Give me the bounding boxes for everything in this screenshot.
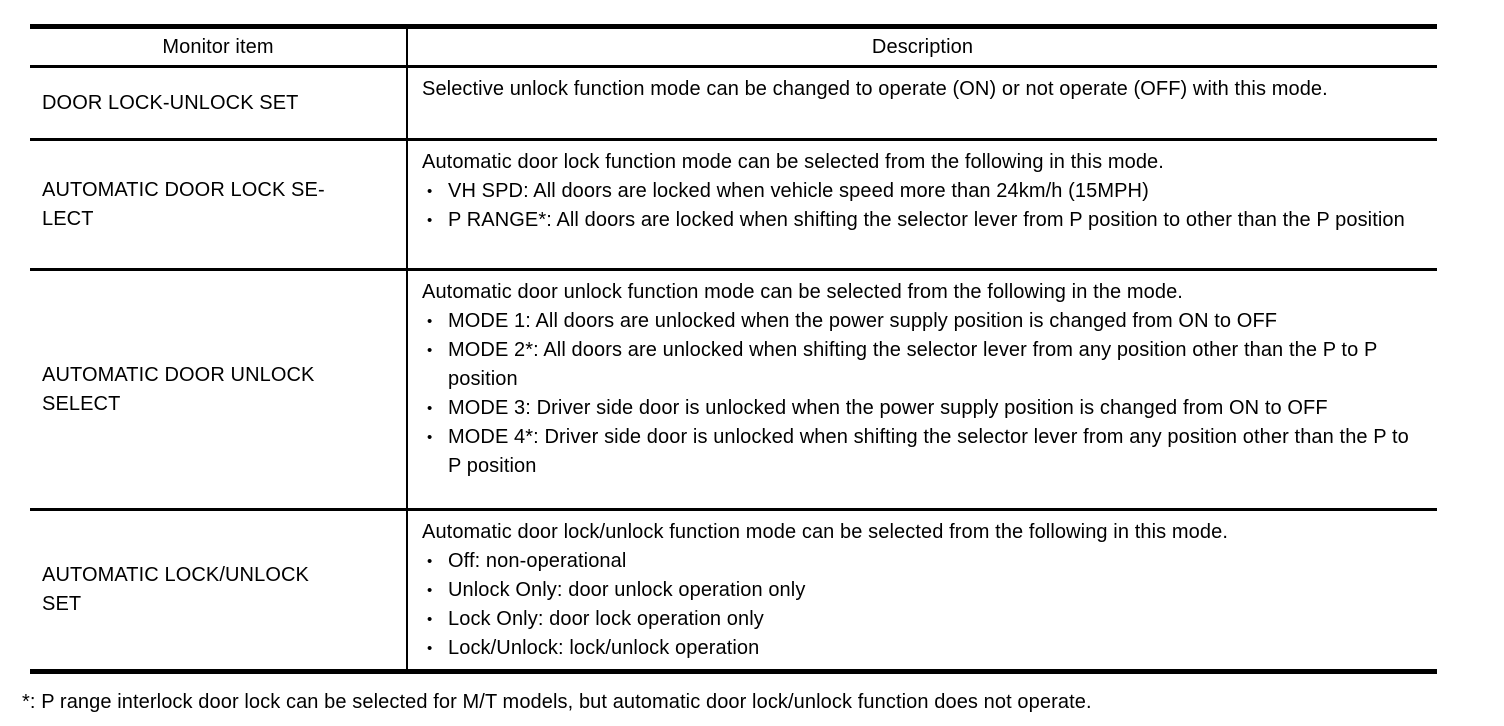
bullet-text: Unlock Only: door unlock operation only xyxy=(448,579,806,601)
bullet-item: • VH SPD: All doors are locked when vehi… xyxy=(422,177,1427,206)
bullet-dot: • xyxy=(427,582,433,599)
bullet-dot: • xyxy=(427,313,433,330)
description-cell: Automatic door lock/unlock function mode… xyxy=(407,508,1437,672)
description-cell: Automatic door lock function mode can be… xyxy=(407,138,1437,270)
bullet-item: • P RANGE*: All doors are locked when sh… xyxy=(422,206,1427,235)
bullet-dot: • xyxy=(427,611,433,628)
table-row: AUTOMATIC DOOR UNLOCK SELECT Automatic d… xyxy=(30,268,1437,510)
bullet-text: MODE 2*: All doors are unlocked when shi… xyxy=(448,339,1378,390)
bullet-dot: • xyxy=(427,212,433,229)
bullet-item: • MODE 4*: Driver side door is unlocked … xyxy=(422,423,1427,481)
bullet-text: Lock/Unlock: lock/unlock operation xyxy=(448,637,760,659)
table-row: AUTOMATIC LOCK/UNLOCK SET Automatic door… xyxy=(30,508,1437,672)
monitor-item-cell: AUTOMATIC DOOR LOCK SE- LECT xyxy=(30,138,408,270)
monitor-item-cell: AUTOMATIC LOCK/UNLOCK SET xyxy=(30,508,408,672)
bullet-item: • MODE 2*: All doors are unlocked when s… xyxy=(422,336,1427,394)
bullet-dot: • xyxy=(427,640,433,657)
table-header: Monitor item Description xyxy=(30,26,1437,68)
bullet-dot: • xyxy=(427,429,433,446)
description-intro: Automatic door lock/unlock function mode… xyxy=(422,521,1228,543)
bullet-text: P RANGE*: All doors are locked when shif… xyxy=(448,209,1405,231)
bullet-text: MODE 4*: Driver side door is unlocked wh… xyxy=(448,426,1409,477)
footnote: *: P range interlock door lock can be se… xyxy=(22,691,1092,713)
header-row: Monitor item Description xyxy=(30,26,1437,68)
bullet-text: MODE 3: Driver side door is unlocked whe… xyxy=(448,397,1328,419)
bullet-text: VH SPD: All doors are locked when vehicl… xyxy=(448,180,1149,202)
description-cell: Automatic door unlock function mode can … xyxy=(407,268,1437,510)
bullet-item: • Lock/Unlock: lock/unlock operation xyxy=(422,634,1427,663)
bullet-text: Off: non-operational xyxy=(448,550,627,572)
bullet-item: • MODE 3: Driver side door is unlocked w… xyxy=(422,394,1427,423)
bullet-text: Lock Only: door lock operation only xyxy=(448,608,764,630)
bullet-text: MODE 1: All doors are unlocked when the … xyxy=(448,310,1278,332)
bullet-item: • Lock Only: door lock operation only xyxy=(422,605,1427,634)
bullet-dot: • xyxy=(427,342,433,359)
bullet-dot: • xyxy=(427,553,433,570)
table-row: DOOR LOCK-UNLOCK SET Selective unlock fu… xyxy=(30,65,1437,140)
table-row: AUTOMATIC DOOR LOCK SE- LECT Automatic d… xyxy=(30,138,1437,270)
bullet-item: • MODE 1: All doors are unlocked when th… xyxy=(422,307,1427,336)
monitor-item-cell: AUTOMATIC DOOR UNLOCK SELECT xyxy=(30,268,408,510)
bullet-dot: • xyxy=(427,183,433,200)
bullet-dot: • xyxy=(427,400,433,417)
description-intro: Automatic door unlock function mode can … xyxy=(422,281,1183,303)
monitor-item-cell: DOOR LOCK-UNLOCK SET xyxy=(30,65,408,140)
bullet-item: • Off: non-operational xyxy=(422,547,1427,576)
description-cell: Selective unlock function mode can be ch… xyxy=(407,65,1437,140)
bullet-item: • Unlock Only: door unlock operation onl… xyxy=(422,576,1427,605)
description-intro: Selective unlock function mode can be ch… xyxy=(422,78,1328,100)
description-intro: Automatic door lock function mode can be… xyxy=(422,151,1164,173)
header-description: Description xyxy=(407,26,1437,68)
header-monitor-item: Monitor item xyxy=(30,26,408,68)
monitor-item-table: Monitor item Description DOOR LOCK-UNLOC… xyxy=(30,24,1437,674)
